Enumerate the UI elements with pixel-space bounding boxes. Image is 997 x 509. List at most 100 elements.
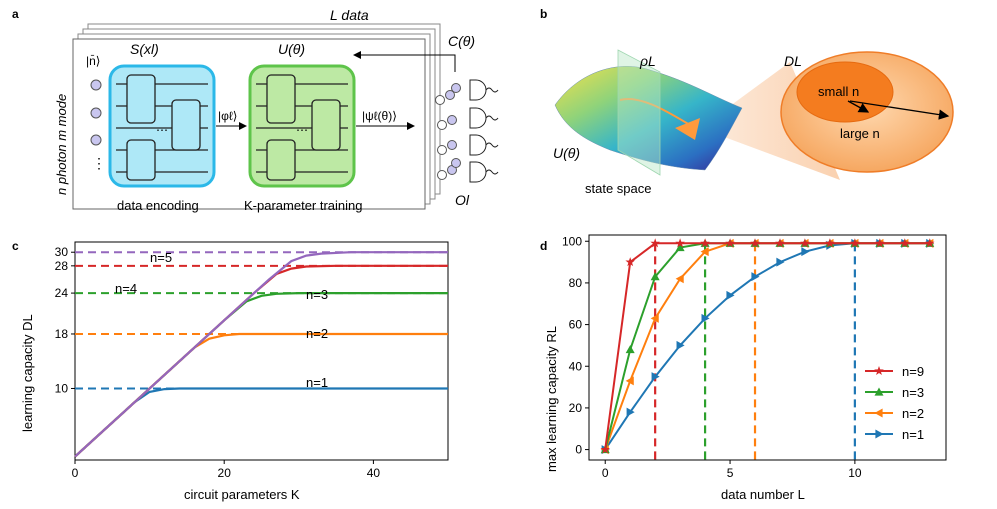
d-point-n=1 [626,407,635,417]
d-series-n=2 [604,242,930,450]
d-point-n=9 [875,238,885,248]
d-point-n=1 [651,372,660,382]
d-point-n=2 [675,274,684,284]
state-space-label: state space [585,181,652,196]
d-legend-marker [875,429,884,439]
d-point-n=9 [925,238,935,248]
surface-operator-label: U(θ) [553,145,580,161]
training-operator: U(θ) [278,41,305,57]
d-xtick-label: 10 [848,466,862,480]
chart-d-ylabel: max learning capacity RL [544,326,559,472]
c-ytick-label: 28 [55,259,69,273]
d-point-n=9 [775,238,785,248]
d-series-n=1 [604,242,930,451]
c-series-n=5 [74,251,448,458]
encoding-operator: S(xl) [130,41,159,57]
d-point-n=9 [800,238,810,248]
training-circuit [256,74,348,181]
panel-letter-a: a [12,7,19,21]
c-ytick-label: 24 [55,286,69,300]
phi-label: |φℓ⟩ [218,109,237,123]
input-photon-2 [90,107,102,119]
c-series-label: n=2 [306,326,328,341]
small-n-label: small n [818,84,859,99]
d-point-n=9 [850,238,860,248]
d-point-n=9 [600,444,610,454]
chart-c-ylabel: learning capacity DL [20,314,35,432]
input-vdots: ⋮ [92,155,106,171]
d-xtick-label: 5 [727,466,734,480]
c-xtick-label: 20 [218,466,232,480]
c-series-label: n=3 [306,287,328,302]
d-point-n=1 [726,290,735,300]
d-ytick-label: 0 [575,443,582,457]
nbar-label: |n̄⟩ [86,54,100,68]
d-ytick-label: 20 [569,401,583,415]
psi-label: |ψℓ(θ)⟩ [362,109,397,123]
d-ytick-label: 80 [569,276,583,290]
d-point-n=1 [751,272,760,282]
surface-trajectory [619,98,691,126]
stack-label: L data [330,7,369,23]
d-point-n=9 [650,238,660,248]
d-point-n=1 [801,247,810,257]
observable-label: Ol [455,192,470,208]
d-xtick-label: 0 [602,466,609,480]
c-series-n=3 [74,292,448,458]
input-photon-3 [90,134,102,146]
cost-label: C(θ) [448,33,475,49]
panel-letter-c: c [12,239,19,253]
d-point-n=2 [625,376,634,386]
d-ytick-label: 100 [562,234,582,248]
encoding-dots: ⋯ [156,123,168,137]
c-ytick-label: 18 [55,327,69,341]
d-point-n=3 [625,345,635,354]
d-legend-marker [874,387,884,396]
d-point-n=2 [650,313,659,323]
d-point-n=9 [625,257,635,267]
d-point-n=1 [676,340,685,350]
projection-cone [675,118,700,140]
panel-letter-b: b [540,7,547,21]
d-legend-marker [874,366,884,375]
training-label: K-parameter training [244,198,363,213]
c-ytick-label: 10 [55,381,69,395]
rho-label: ρL [639,53,656,69]
encoding-label: data encoding [117,198,199,213]
c-series-n=2 [74,332,448,458]
c-series-label: n=5 [150,250,172,265]
d-point-n=9 [900,238,910,248]
training-dots: ⋯ [296,123,308,137]
d-point-n=1 [701,313,710,323]
d-legend-label: n=2 [902,406,924,421]
c-series-label: n=1 [306,375,328,390]
d-point-n=3 [650,272,660,281]
c-xtick-label: 0 [72,466,79,480]
d-series-n=9 [604,242,930,450]
d-point-n=3 [675,243,685,252]
vertical-label: n photon m mode [54,94,69,195]
d-legend-label: n=3 [902,385,924,400]
d-point-n=9 [700,238,710,248]
c-series-label: n=4 [115,281,137,296]
large-n-arrow [849,100,950,120]
d-legend-marker [874,408,883,418]
large-n-label: large n [840,126,880,141]
chart-c-xlabel: circuit parameters K [184,487,300,502]
panel-b: b ρL U(θ) state space DL small n large n [540,7,954,196]
detector-array [435,79,499,183]
c-ytick-label: 30 [55,245,69,259]
input-photon-1 [90,79,102,91]
d-ytick-label: 40 [569,359,583,373]
d-point-n=2 [700,247,709,257]
chart-d-legend: n=9n=3n=2n=1 [865,364,924,442]
d-point-n=1 [776,257,785,267]
chart-c-frame [74,241,449,461]
d-point-n=9 [750,238,760,248]
d-legend-label: n=1 [902,427,924,442]
c-series-n=1 [74,387,448,458]
d-ytick-label: 60 [569,318,583,332]
